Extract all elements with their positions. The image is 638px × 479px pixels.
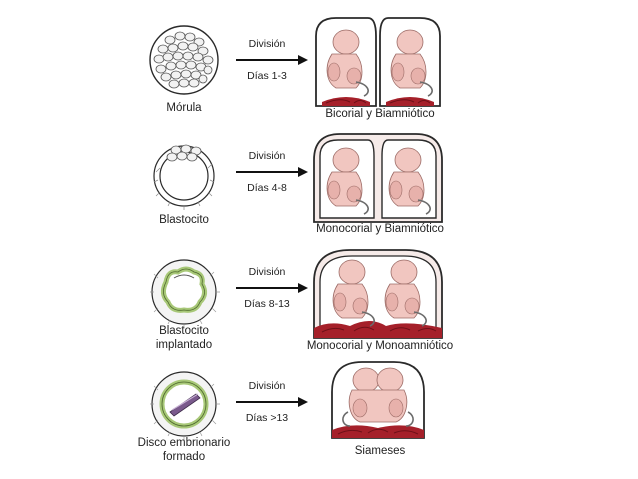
row-embryonic-disc: Disco embrionario formado División Días … [0,360,638,478]
days-label: Días 1-3 [247,70,287,82]
morula-icon [149,25,219,95]
division-label: División [248,150,286,162]
row-implanted-blastocyst: Blastocito implantado División Días 8-13… [0,244,638,362]
stage-label: Disco embrionario formado [137,437,231,463]
stage-label: Blastocito implantado [155,325,213,351]
arrow-right-icon [236,55,308,65]
division-label: División [248,380,286,392]
division-arrow: División Días 4-8 [236,150,308,206]
embryonic-disc-icon [150,371,220,440]
blastocyst-icon [153,144,215,210]
result-label: Monocorial y Biamniótico [316,223,444,235]
arrow-right-icon [236,167,308,177]
division-arrow: División Días 1-3 [236,38,308,94]
result-label: Monocorial y Monoamniótico [306,340,454,352]
division-label: División [248,38,286,50]
conjoined-twins-icon [331,361,425,439]
division-label: División [248,266,286,278]
arrow-right-icon [236,397,308,407]
days-label: Días 4-8 [247,182,287,194]
days-label: Días >13 [245,412,289,424]
row-blastocyst: Blastocito División Días 4-8 Monocorial … [0,126,638,244]
row-morula: Mórula División Días 1-3 [0,8,638,126]
stage-label: Blastocito [159,214,209,226]
monochorionic-diamniotic-twins-icon [313,133,443,223]
arrow-right-icon [236,283,308,293]
division-arrow: División Días 8-13 [236,266,308,322]
monochorionic-monoamniotic-twins-icon [313,249,443,339]
result-label: Siameses [354,445,406,457]
dichorionic-diamniotic-twins-icon [315,17,441,107]
result-label: Bicorial y Biamniótico [325,108,435,120]
implanted-blastocyst-icon [150,259,220,328]
division-arrow: División Días >13 [236,380,308,436]
stage-label: Mórula [166,102,202,114]
days-label: Días 8-13 [244,298,290,310]
